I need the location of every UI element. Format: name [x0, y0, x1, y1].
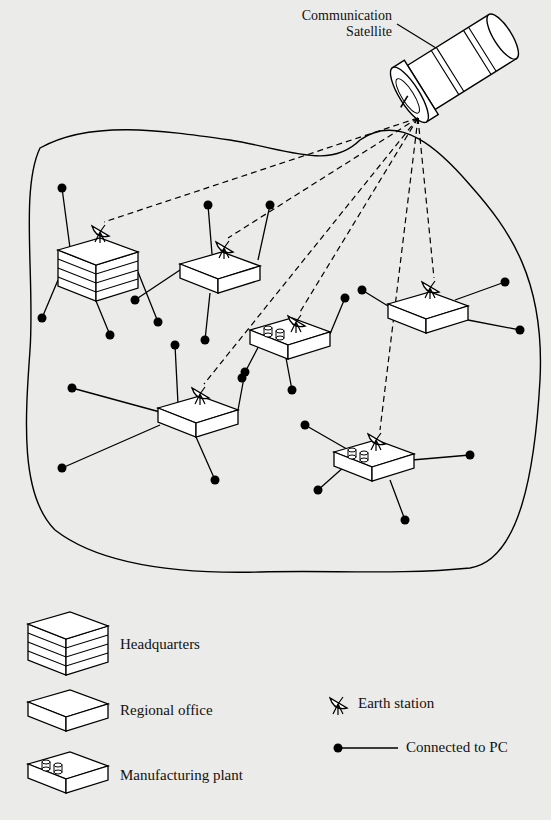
- earth-station: [92, 225, 109, 243]
- region-outline: [26, 130, 540, 573]
- pc-links: [42, 188, 520, 520]
- leader-line: [397, 24, 436, 48]
- communication-satellite: [381, 5, 528, 130]
- legend-text: Earth station: [358, 695, 434, 712]
- legend-text: Connected to PC: [406, 739, 508, 756]
- legend-headquarters-icon: [28, 612, 108, 675]
- legend-text: Regional office: [120, 702, 213, 719]
- satellite-label: Communication Satellite: [292, 8, 392, 40]
- legend-earth-station-icon: [330, 697, 347, 715]
- earth-station: [422, 281, 439, 299]
- legend-regional-office-icon: [28, 690, 108, 731]
- legend-text: Headquarters: [120, 636, 200, 653]
- earth-station: [192, 387, 209, 405]
- regional-office-building: [180, 252, 260, 293]
- earth-station: [368, 433, 385, 451]
- regional-office-building: [158, 396, 238, 437]
- headquarters-building: [58, 238, 138, 301]
- pc-dots: [38, 184, 525, 525]
- legend-pc-icon: [334, 744, 399, 753]
- satellite-links: [104, 118, 434, 430]
- manufacturing-plant-building: [250, 318, 330, 359]
- regional-office-building: [388, 292, 468, 333]
- legend-manufacturing-plant-icon: [28, 752, 108, 793]
- earth-station: [288, 315, 305, 333]
- earth-station: [216, 241, 233, 259]
- manufacturing-plant-building: [334, 440, 414, 481]
- legend-text: Manufacturing plant: [120, 767, 243, 784]
